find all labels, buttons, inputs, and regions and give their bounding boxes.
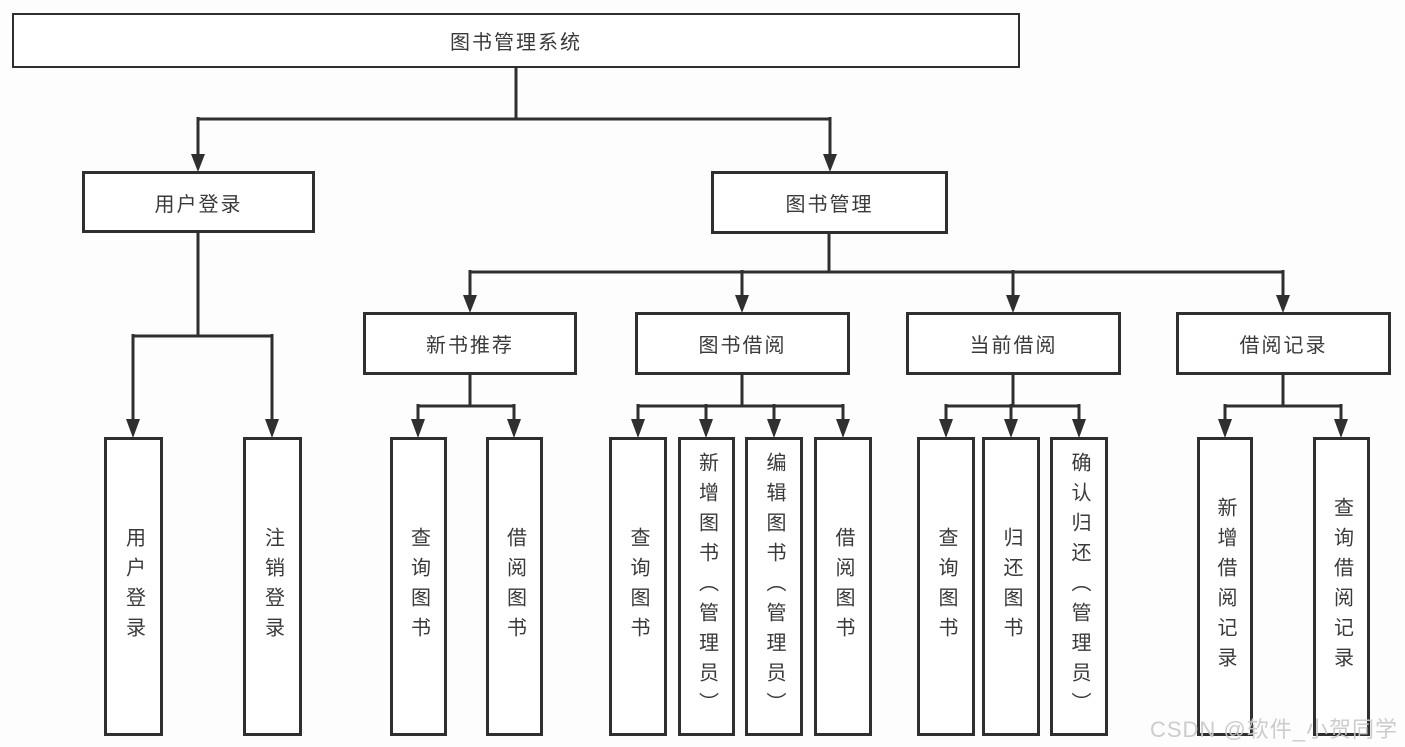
connector-current-borrowing xyxy=(939,375,1086,438)
node-user-login: 用户登录 xyxy=(82,171,315,233)
connector-book-borrowing xyxy=(631,375,850,438)
csdn-watermark: CSDN @软件_小贺同学 xyxy=(1149,717,1398,742)
leaf-borrowing-borrow-books: 借阅图书 xyxy=(814,437,872,736)
leaf-records-query-borrow-record: 查询借阅记录 xyxy=(1313,437,1370,736)
node-label: 新书推荐 xyxy=(426,335,514,357)
node-label: 新增借阅记录 xyxy=(1214,496,1236,677)
leaf-newbooks-query-books: 查询图书 xyxy=(390,437,447,736)
leaf-current-query-books: 查询图书 xyxy=(917,437,975,736)
leaf-user-login: 用户登录 xyxy=(104,437,163,736)
node-label: 图书管理 xyxy=(785,194,874,216)
leaf-records-add-borrow-record: 新增借阅记录 xyxy=(1197,437,1253,736)
leaf-current-confirm-return-admin: 确认归还（管理员） xyxy=(1050,437,1108,736)
node-label: 当前借阅 xyxy=(969,335,1058,357)
node-library-management-system: 图书管理系统 xyxy=(12,13,1020,68)
node-book-management: 图书管理 xyxy=(711,171,948,234)
node-label: 借阅记录 xyxy=(1239,335,1328,357)
node-label: 用户登录 xyxy=(154,193,243,216)
node-book-borrowing: 图书借阅 xyxy=(635,312,850,375)
leaf-borrowing-query-books: 查询图书 xyxy=(609,437,667,736)
node-label: 用户登录 xyxy=(122,526,145,647)
node-label: 图书管理系统 xyxy=(450,32,582,54)
connector-borrow-records xyxy=(1218,375,1348,438)
node-new-book-recommendation: 新书推荐 xyxy=(363,312,577,375)
node-current-borrowing: 当前借阅 xyxy=(906,312,1121,375)
node-label: 借阅图书 xyxy=(832,526,854,647)
node-label: 查询图书 xyxy=(407,526,430,647)
connector-book-management xyxy=(463,234,1290,313)
connector-new-books xyxy=(411,375,521,438)
node-label: 新增图书（管理员） xyxy=(695,451,718,722)
node-label: 查询借阅记录 xyxy=(1330,496,1353,677)
node-borrow-records: 借阅记录 xyxy=(1176,312,1391,375)
leaf-newbooks-borrow-books: 借阅图书 xyxy=(486,437,543,736)
node-label: 注销登录 xyxy=(261,526,284,647)
connector-root xyxy=(191,68,837,172)
node-label: 归还图书 xyxy=(1000,526,1022,647)
leaf-borrowing-edit-books-admin: 编辑图书（管理员） xyxy=(745,437,803,736)
leaf-current-return-books: 归还图书 xyxy=(982,437,1040,736)
node-label: 查询图书 xyxy=(627,526,649,647)
node-label: 确认归还（管理员） xyxy=(1068,451,1090,722)
connector-user-login xyxy=(126,233,279,438)
leaf-borrowing-add-books-admin: 新增图书（管理员） xyxy=(678,437,735,736)
node-label: 编辑图书（管理员） xyxy=(763,451,785,722)
node-label: 借阅图书 xyxy=(503,526,526,647)
node-label: 查询图书 xyxy=(935,526,957,647)
node-label: 图书借阅 xyxy=(698,335,787,357)
leaf-logout: 注销登录 xyxy=(243,437,302,736)
